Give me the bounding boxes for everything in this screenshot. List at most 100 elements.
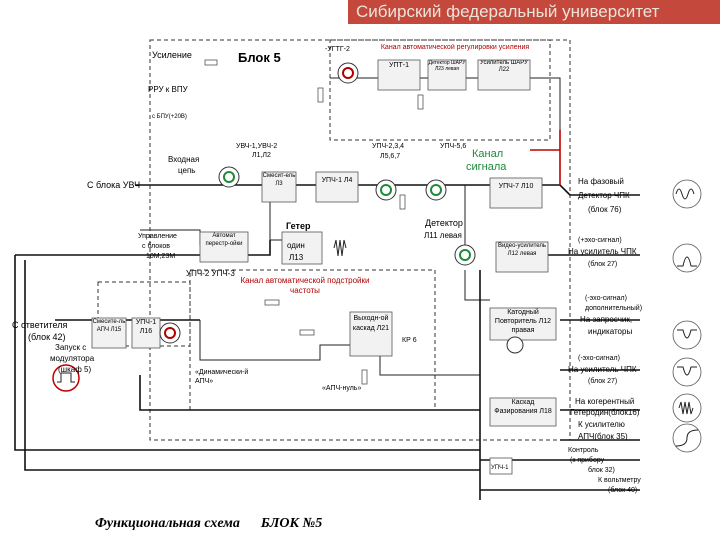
avtomat-box: [199, 231, 249, 263]
diagram-caption: Функциональная схема БЛОК №5: [95, 516, 323, 531]
kr-label: КР 6: [402, 337, 417, 344]
kaskad-faz-label: Каскад Фазирования Л18: [494, 399, 552, 415]
upr3-label: 10М,23М: [146, 253, 175, 260]
agc-channel-title: Канал автоматической регулировки усилени…: [381, 44, 529, 51]
university-banner: Сибирский федеральный университет: [348, 0, 720, 24]
resistor-4: [299, 329, 315, 336]
dyn-apch-label: «Динамически-й АПЧ»: [195, 369, 249, 385]
resistor-5: [264, 299, 280, 306]
zapusk1-label: Запуск с: [55, 343, 86, 352]
l567-label: Л5,6,7: [380, 153, 400, 160]
na-faz1-label: На фазовый: [578, 177, 624, 186]
sine-wave-icon: [672, 179, 702, 209]
resistor-usilenie: [204, 59, 218, 66]
dop-ekho4-label: индикаторы: [588, 327, 632, 336]
upr2-label: с блоков: [142, 242, 170, 250]
kontrol1-label: Контроль: [568, 447, 599, 454]
zapusk2-label: модулятора: [50, 354, 95, 363]
kvolt2-label: (блок 40): [608, 486, 637, 494]
upch1-l16-label: УПЧ-1 Л16: [135, 319, 157, 335]
geter1-label: Гетер: [286, 221, 311, 231]
geter3-label: Л13: [289, 253, 304, 262]
kaskad-faz-box: [489, 397, 557, 427]
pulse-up-icon: [672, 243, 702, 273]
smesitel-apch-label: Смесите-ль АПЧ Л15: [92, 319, 126, 333]
geter2-label: один: [287, 241, 305, 250]
rru-sub-label: с БПУ(+20В): [152, 114, 187, 120]
left-loop-line: [14, 240, 480, 451]
katod-label: Катодный Повторитель Л12 правая: [494, 309, 552, 334]
oscillator-icon: [333, 239, 347, 257]
pulse-down-icon-2: [672, 357, 702, 387]
usil-sharu-label: Усилитель ШАРУ Л22: [480, 60, 528, 73]
avtomat-label: Автомат перестр-ойки: [205, 233, 243, 247]
resistor-1: [317, 87, 324, 103]
kog3-label: К усилителю: [578, 420, 625, 429]
dop-ekho3-label: На запросчик,: [580, 315, 632, 324]
lamp-katod: [506, 336, 524, 354]
uvch-l-label: Л1,Л2: [252, 152, 271, 159]
blok5-label: Блок 5: [238, 50, 281, 65]
burst-icon: [672, 393, 702, 423]
detector-line: [464, 185, 490, 301]
upch1-box: [315, 171, 359, 203]
ekho2-label: На усилитель ЧПК: [568, 247, 637, 256]
usilenie-label: Усиление: [152, 50, 192, 60]
katod-box: [489, 307, 557, 341]
kanal2-label: сигнала: [466, 161, 507, 173]
ekho4-label: (-эхо-сигнал): [578, 355, 620, 362]
zapusk-line: [139, 375, 480, 411]
upch7-box: [489, 177, 543, 209]
vhod1-label: Входная: [168, 155, 199, 164]
upt1-label: УПТ-1: [389, 62, 409, 69]
ekho5-label: На усилитель ЧПК: [568, 365, 637, 374]
dop-ekho1-label: (-эхо-сигнал): [585, 295, 627, 302]
detektor2-label: Л11 левая: [424, 231, 462, 240]
left-loop-line-2: [24, 260, 480, 471]
lamp-uvch: [218, 166, 240, 188]
dop-ekho2-label: дополнительный): [585, 304, 642, 312]
kanal1-label: Канал: [472, 148, 503, 160]
vyh-kaskad-label: Выходн-ой каскад Л21: [352, 315, 390, 332]
det-sharu-box: [427, 59, 467, 91]
rru-label: РРУ к ВПУ: [148, 85, 189, 94]
upr1-label: Управление: [138, 233, 177, 240]
apch-internal-line: [199, 320, 480, 376]
resistor-2: [417, 94, 424, 110]
geter-box: [281, 231, 323, 265]
lamp-detector: [454, 244, 476, 266]
kog1-label: На когерентный: [575, 397, 634, 406]
kontrol3-label: блок 32): [588, 466, 615, 474]
kog2-label: Гетеродин(блок16): [570, 408, 640, 417]
detektor1-label: Детектор: [425, 218, 463, 228]
ekho3-label: (блок 27): [588, 260, 617, 268]
ekho6-label: (блок 27): [588, 377, 617, 385]
resistor-kr: [361, 369, 368, 385]
upch-bottom-label: УПЧ-1: [491, 465, 509, 471]
s-otvet2-label: (блок 42): [28, 332, 66, 342]
zapusk3-label: (шкаф 5): [58, 365, 91, 374]
upch-apch-label: УПЧ-2 УПЧ-3: [186, 269, 235, 278]
geter-link: [269, 200, 285, 241]
upch1-label: УПЧ-1 Л4: [321, 177, 353, 184]
square-pulse-icon: [52, 364, 80, 392]
upt1-box: [377, 59, 421, 91]
uvch-label: УВЧ-1,УВЧ-2: [236, 143, 277, 150]
afc-input-boundary: [97, 281, 191, 347]
upch-bottom-box: [489, 457, 513, 475]
vyh-kaskad-box: [349, 311, 393, 357]
smesitel-l3-box: [261, 171, 297, 203]
lamp-upch5: [425, 179, 447, 201]
curve-icon: [672, 423, 702, 453]
det-sharu-label: Детектор ШАРУ Л23 левая: [428, 60, 466, 72]
agc-channel-boundary: [329, 39, 551, 141]
na-faz2-label: Детектор ЧПК: [578, 191, 630, 200]
video-usil-label: Видео-усилитель Л12 левая: [497, 243, 547, 257]
ugtg2-label: -УГТГ-2: [325, 46, 350, 53]
pulse-down-icon: [672, 320, 702, 350]
usil-sharu-box: [477, 59, 531, 91]
kog4-label: АПЧ(блок 35): [578, 432, 628, 441]
smesitel-apch-box: [91, 317, 127, 349]
kontrol2-label: (к прибору: [570, 456, 605, 464]
